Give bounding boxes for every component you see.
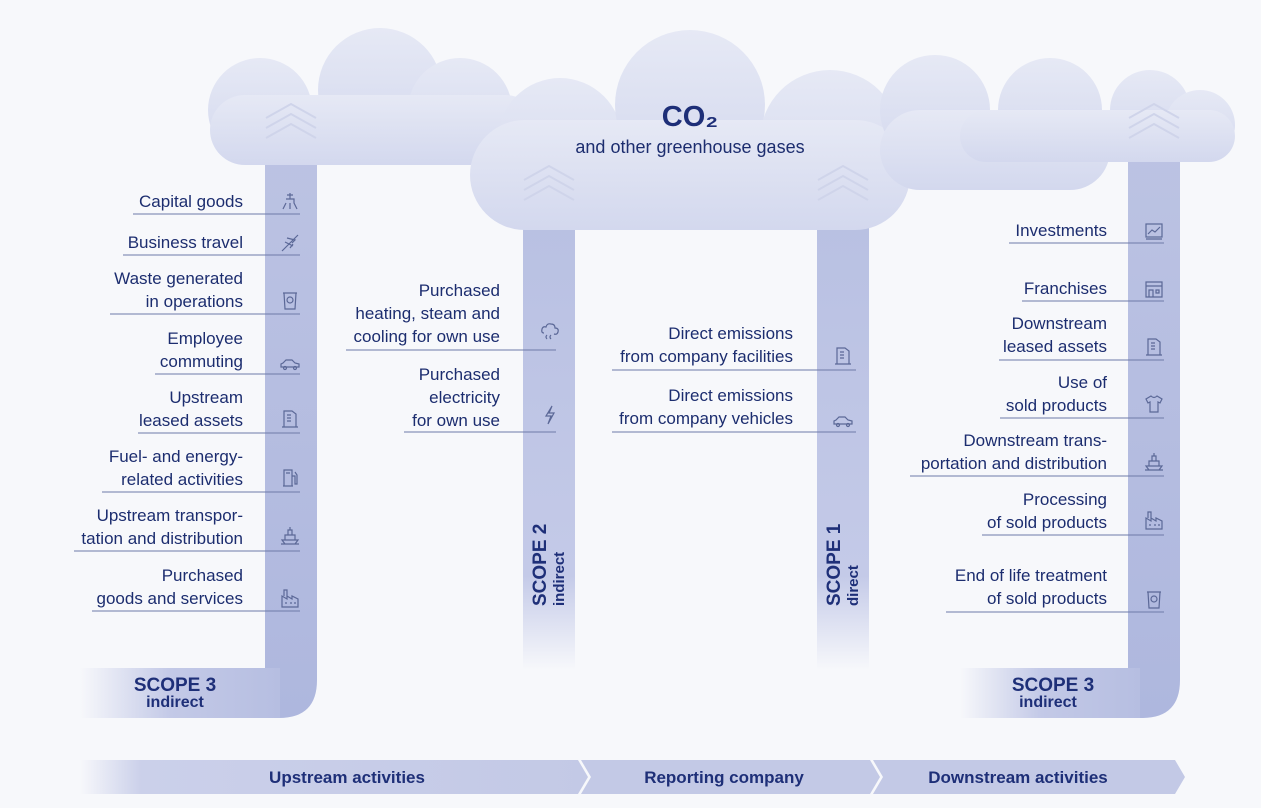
scope3-upstream-sub: indirect: [146, 694, 204, 711]
car-icon: [279, 353, 301, 375]
item-purchased-goods: Purchased goods and services: [96, 566, 243, 608]
item-upstream-transport: Upstream transpor- tation and distributi…: [81, 506, 243, 548]
item-business-travel: Business travel: [127, 233, 243, 252]
bottom-bar: [80, 760, 1185, 794]
item-end-of-life: End of life treatment of sold products: [954, 566, 1107, 608]
scope2-label: SCOPE 2: [530, 523, 551, 606]
lightning-icon: [539, 404, 561, 426]
item-downstream-transport: Downstream trans- portation and distribu…: [920, 431, 1107, 473]
scope1-label: SCOPE 1: [824, 523, 845, 606]
building-icon: [832, 345, 854, 367]
scope3-downstream-label: SCOPE 3: [1011, 675, 1095, 696]
item-processing-sold-products: Processing of sold products: [986, 490, 1107, 532]
bar-upstream-activities: Upstream activities: [269, 768, 425, 787]
cloud-subtitle: and other greenhouse gases: [575, 137, 805, 157]
car-icon: [832, 410, 854, 432]
cloud-title: CO₂: [661, 101, 719, 133]
scope1-sub: direct: [845, 565, 862, 606]
scope3-upstream-label: SCOPE 3: [133, 675, 217, 696]
factory-icon: [1143, 509, 1165, 531]
item-fuel-energy: Fuel- and energy- related activities: [108, 447, 243, 489]
chart-icon: [1143, 220, 1165, 242]
item-direct-facilities: Direct emissions from company facilities: [620, 324, 793, 366]
building-icon: [1143, 336, 1165, 358]
item-downstream-leased-assets: Downstream leased assets: [1003, 314, 1107, 356]
scope2-column: [523, 200, 575, 670]
item-investments: Investments: [1015, 221, 1107, 240]
bar-downstream-activities: Downstream activities: [928, 768, 1108, 787]
gas-tap-icon: [279, 191, 301, 213]
scope3-downstream-foot: [960, 668, 1140, 718]
scope1-column: [817, 200, 869, 670]
steam-cloud-icon: [539, 321, 561, 343]
item-waste-generated: Waste generated in operations: [114, 269, 243, 311]
scope3-upstream-foot: [80, 668, 280, 718]
tshirt-icon: [1143, 393, 1165, 415]
ship-icon: [1143, 450, 1165, 472]
shop-icon: [1143, 278, 1165, 300]
cloud: [208, 28, 1235, 230]
factory-icon: [279, 587, 301, 609]
item-direct-vehicles: Direct emissions from company vehicles: [619, 386, 793, 428]
item-employee-commuting: Employee commuting: [159, 329, 243, 371]
item-use-of-sold-products: Use of sold products: [1005, 373, 1107, 415]
item-franchises: Franchises: [1023, 279, 1107, 298]
recycle-bin-icon: [279, 289, 301, 311]
bar-reporting-company: Reporting company: [644, 768, 804, 787]
item-capital-goods: Capital goods: [139, 192, 243, 211]
scope3-upstream-column: [80, 140, 317, 718]
scope3-downstream-column: [960, 140, 1180, 718]
item-purchased-heating: Purchased heating, steam and cooling for…: [353, 281, 500, 346]
fuel-pump-icon: [279, 467, 301, 489]
ship-icon: [279, 524, 301, 546]
recycle-bin-icon: [1143, 588, 1165, 610]
item-upstream-leased-assets: Upstream leased assets: [139, 388, 243, 430]
item-purchased-electricity: Purchased electricity for own use: [412, 365, 500, 430]
building-icon: [279, 408, 301, 430]
scope3-downstream-sub: indirect: [1019, 694, 1077, 711]
airplane-icon: [279, 232, 301, 254]
scope2-sub: indirect: [551, 551, 568, 606]
